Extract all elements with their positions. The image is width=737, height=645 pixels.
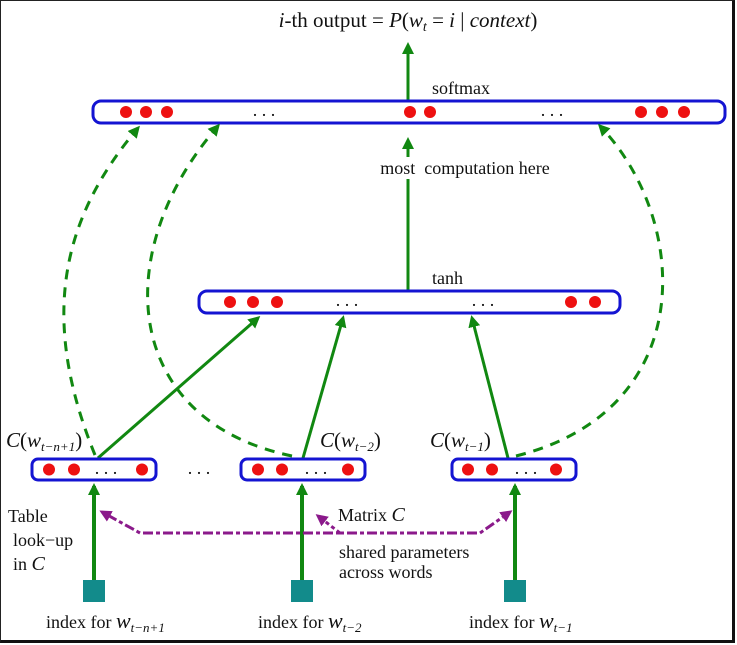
tanh-node (589, 296, 601, 308)
computation-label-bg (364, 157, 566, 179)
embedding-1-to-hidden-arrow (97, 316, 261, 460)
tanh-label: tanh (432, 268, 463, 288)
embedding-node (252, 463, 264, 476)
embedding-label-3: C(wt−1) (430, 428, 491, 454)
embedding-1-dots: . . . (95, 458, 118, 478)
softmax-label: softmax (432, 78, 490, 98)
shared-param-arrow-2 (315, 514, 341, 535)
embedding-node (68, 463, 80, 476)
output-title: i-th output = P(wt = i | context) (279, 8, 538, 35)
dashed-direct-connection-1 (62, 125, 140, 456)
softmax-node (635, 106, 647, 118)
embedding-node (342, 463, 354, 476)
table-lookup-line-3: in C (13, 553, 46, 575)
softmax-node (120, 106, 132, 118)
index-square-2 (291, 580, 313, 602)
embedding-3-to-hidden-arrow (468, 315, 510, 459)
tanh-dots-right: . . . (472, 290, 495, 310)
softmax-node (404, 106, 416, 118)
index-label-1: index for wt−n+1 (46, 608, 165, 635)
tanh-layer-box (197, 289, 622, 315)
tanh-node (224, 296, 236, 308)
embedding-3-dots: . . . (515, 458, 538, 478)
shared-param-arrow-3 (340, 510, 513, 535)
shared-params-line-2: across words (339, 562, 432, 582)
index-label-2: index for wt−2 (258, 608, 362, 635)
embedding-box-3 (450, 457, 578, 482)
embedding-node (136, 463, 148, 476)
softmax-node (140, 106, 152, 118)
embedding-node (43, 463, 55, 476)
embedding-node (550, 463, 562, 476)
softmax-dots-left: . . . (253, 100, 276, 120)
embedding-label-2: C(wt−2) (320, 428, 381, 454)
tanh-node (271, 296, 283, 308)
embedding-2-to-hidden-arrow (301, 315, 347, 459)
tanh-dots-left: . . . (336, 290, 359, 310)
most-computation-label: most computation here (380, 158, 549, 178)
tanh-node (565, 296, 577, 308)
embedding-node (276, 463, 288, 476)
embedding-gap-dots: . . . (188, 458, 211, 478)
tanh-nodes (224, 296, 601, 308)
embedding-box-1 (30, 457, 158, 482)
index-square-3 (504, 580, 526, 602)
index-square-1 (83, 580, 105, 602)
embedding-label-1: C(wt−n+1) (6, 428, 82, 454)
index-label-3: index for wt−1 (469, 608, 573, 635)
matrix-c-label: Matrix C (338, 504, 406, 526)
softmax-node (656, 106, 668, 118)
tanh-node (247, 296, 259, 308)
dashed-direct-connection-2 (146, 123, 293, 458)
softmax-node (678, 106, 690, 118)
table-lookup-line-2: look−up (13, 530, 73, 550)
embedding-box-2 (239, 457, 367, 482)
embedding-node (486, 463, 498, 476)
embedding-2-dots: . . . (305, 458, 328, 478)
softmax-node (161, 106, 173, 118)
table-lookup-line-1: Table (8, 506, 48, 526)
softmax-node (424, 106, 436, 118)
shared-params-line-1: shared parameters (339, 542, 469, 562)
softmax-dots-right: . . . (541, 100, 564, 120)
embedding-node (462, 463, 474, 476)
shared-param-arrow-1 (99, 510, 340, 535)
softmax-nodes (120, 106, 690, 118)
dashed-direct-connection-3 (515, 123, 665, 458)
